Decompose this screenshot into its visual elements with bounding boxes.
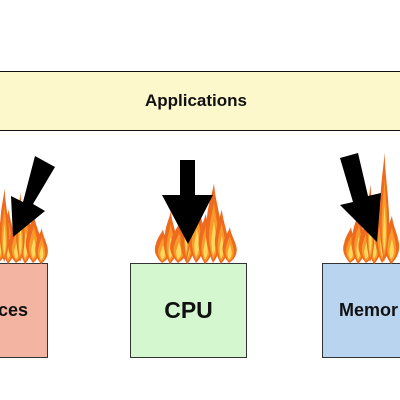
devices-box: ces — [0, 263, 48, 358]
down-arrow-icon — [11, 156, 55, 237]
applications-label: Applications — [144, 91, 247, 110]
fire-icon — [0, 188, 48, 264]
down-arrow-icon — [340, 153, 381, 242]
fire-icon — [343, 152, 400, 264]
applications-layer: Applications — [0, 71, 400, 131]
cpu-box: CPU — [130, 263, 247, 358]
memory-box: Memor — [322, 263, 400, 358]
down-arrow-icon — [162, 160, 213, 244]
cpu-label: CPU — [164, 297, 213, 323]
devices-label: ces — [0, 300, 28, 320]
memory-label: Memor — [339, 300, 399, 320]
fire-icon — [154, 165, 237, 264]
